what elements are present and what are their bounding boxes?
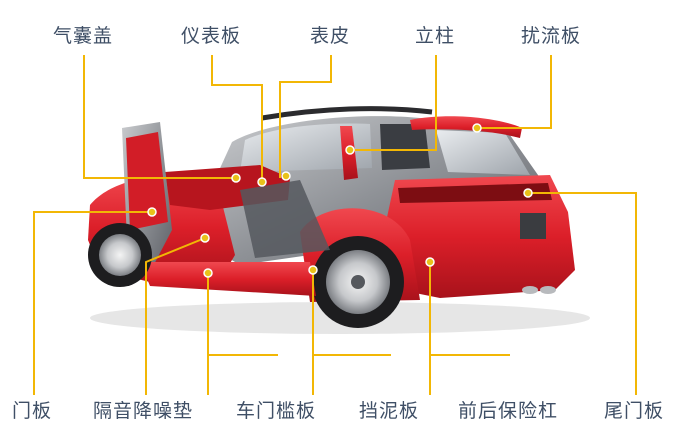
- label-skin: 表皮: [310, 25, 351, 47]
- label-door-panel: 门板: [12, 400, 53, 422]
- leader-lines: [33, 55, 637, 395]
- roof-rail: [261, 106, 433, 121]
- dot-skin: [281, 171, 291, 181]
- tail-light: [398, 183, 552, 203]
- dot-pillar: [345, 145, 355, 155]
- dot-spoiler: [472, 123, 482, 133]
- anchor-dots: [147, 123, 533, 278]
- side-window-rear: [380, 124, 430, 170]
- seat-area: [240, 180, 330, 258]
- label-spoiler: 扰流板: [521, 25, 582, 47]
- exhaust-left: [522, 286, 538, 294]
- leader-bumper-ext: [429, 354, 510, 395]
- dot-bumper: [425, 257, 435, 267]
- leader-dashboard: [211, 55, 263, 182]
- door-sill: [140, 262, 316, 296]
- leader-spoiler: [477, 55, 552, 129]
- leader-skin: [279, 55, 332, 178]
- exhaust-right: [540, 286, 556, 294]
- leader-fender-ext: [312, 354, 391, 395]
- front-rim: [99, 234, 141, 276]
- rear-hub: [351, 275, 365, 289]
- leader-sill-ext: [207, 354, 278, 395]
- label-fender-liner: 挡泥板: [359, 400, 420, 422]
- label-dashboard: 仪表板: [181, 25, 242, 47]
- label-insulation-pad: 隔音降噪垫: [93, 400, 194, 422]
- leader-insulation: [145, 237, 206, 395]
- dot-door-panel: [147, 207, 157, 217]
- spoiler-part: [410, 116, 522, 138]
- leader-tailgate: [528, 192, 637, 395]
- label-pillar: 立柱: [415, 25, 456, 47]
- leader-airbag: [83, 55, 236, 179]
- label-sill-plate: 车门槛板: [236, 400, 317, 422]
- leader-door-panel: [33, 211, 152, 395]
- rear-window: [436, 130, 530, 175]
- label-airbag: 气囊盖: [53, 25, 114, 47]
- license-plate: [520, 213, 546, 239]
- side-window-front: [240, 123, 372, 172]
- label-tailgate: 尾门板: [604, 400, 665, 422]
- dot-insulation: [200, 233, 210, 243]
- dot-sill: [203, 268, 213, 278]
- dot-fender: [308, 265, 318, 275]
- rear-body-red: [380, 175, 575, 298]
- label-bumper: 前后保险杠: [458, 400, 559, 422]
- dot-airbag: [231, 173, 241, 183]
- dot-dashboard: [257, 177, 267, 187]
- door-panel-red: [126, 132, 168, 230]
- leader-pillar: [350, 55, 437, 151]
- dot-tailgate: [523, 188, 533, 198]
